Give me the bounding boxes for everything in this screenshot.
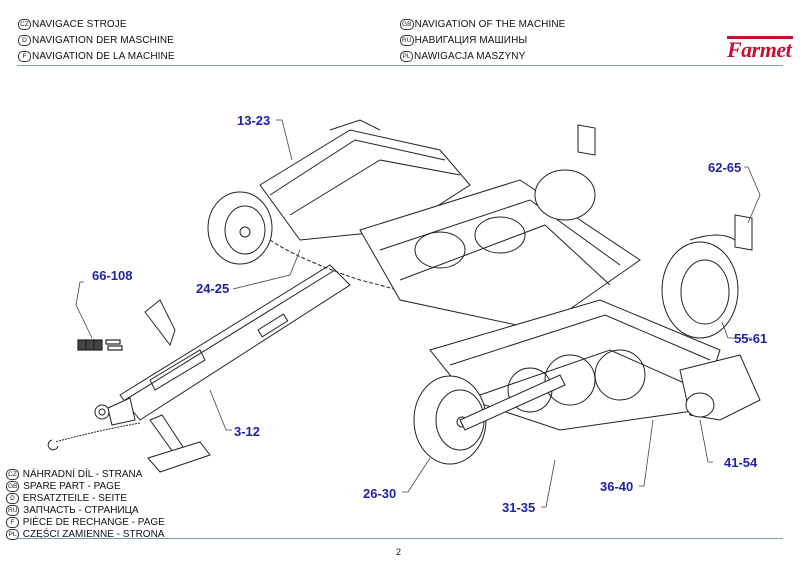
- light-bracket: [734, 214, 753, 251]
- legend-item-f: F PIÈCE DE RECHANGE - PAGE: [6, 517, 165, 528]
- header-text: НАВИГАЦИЯ МАШИНЫ: [414, 35, 528, 46]
- leader-3-12: [209, 389, 232, 431]
- callout-62-65[interactable]: 62-65: [708, 160, 742, 175]
- hitch-eye: [94, 404, 110, 420]
- leader-13-23: [276, 119, 293, 161]
- legend-text: PIÈCE DE RECHANGE - PAGE: [22, 517, 165, 528]
- legend-item-d: D ERSATZTEILE - SEITE: [6, 493, 127, 504]
- legend-item-gb: GB SPARE PART - PAGE: [6, 481, 121, 492]
- left-rear-wheel: [207, 191, 273, 265]
- logo-bar: [727, 36, 793, 39]
- legend-text: NÁHRADNÍ DÍL - STRANA: [22, 469, 143, 480]
- hook: [47, 439, 59, 451]
- callout-55-61[interactable]: 55-61: [734, 331, 768, 346]
- safety-chain: [54, 422, 141, 443]
- header-text: NAVIGACE STROJE: [32, 19, 127, 30]
- legend-item-cz: CZ NÁHRADNÍ DÍL - STRANA: [6, 469, 142, 480]
- callout-26-30[interactable]: 26-30: [363, 486, 397, 501]
- callout-36-40[interactable]: 36-40: [600, 479, 634, 494]
- page-number: 2: [396, 547, 402, 557]
- right-transport-wheel: [534, 169, 739, 339]
- header-rule: [17, 65, 783, 66]
- axle-arm: [459, 374, 566, 431]
- lang-badge-ru: RU: [6, 505, 20, 516]
- legend-text: SPARE PART - PAGE: [23, 481, 121, 492]
- jack-stand: [147, 414, 211, 473]
- light-bracket-left: [577, 124, 596, 156]
- lang-badge-gb: GB: [400, 19, 414, 30]
- farmet-logo: Farmet: [727, 36, 793, 62]
- lang-badge-d: D: [18, 35, 31, 46]
- hose-bracket: [144, 299, 176, 347]
- legend-text: ЗАПЧАСТЬ - СТРАНИЦА: [23, 505, 139, 516]
- callout-24-25[interactable]: 24-25: [196, 281, 230, 296]
- lang-badge-f: F: [18, 51, 31, 62]
- callout-41-54[interactable]: 41-54: [724, 455, 758, 470]
- lang-badge-pl: PL: [400, 51, 413, 62]
- lang-badge-pl: PL: [6, 529, 19, 540]
- leader-62-65: [744, 166, 761, 224]
- hitch-eye-hole: [98, 408, 106, 416]
- leader-55-61: [721, 321, 752, 339]
- parts-kit: [77, 339, 123, 351]
- leader-41-54: [699, 419, 713, 463]
- lang-badge-d: D: [6, 493, 19, 504]
- header-text: NAVIGATION OF THE MACHINE: [414, 19, 566, 30]
- header-text: NAVIGATION DE LA MACHINE: [32, 51, 175, 62]
- callout-13-23[interactable]: 13-23: [237, 113, 271, 128]
- leader-36-40: [639, 419, 654, 487]
- callout-3-12[interactable]: 3-12: [234, 424, 261, 439]
- front-left-wheel: [413, 375, 487, 465]
- footer-rule: [17, 538, 783, 539]
- legend-text: CZĘŚCI ZAMIENNE - STRONA: [22, 529, 165, 540]
- header-text: NAVIGATION DER MASCHINE: [32, 35, 174, 46]
- leader-lines: [75, 119, 761, 508]
- logo-text: Farmet: [727, 37, 792, 62]
- leader-26-30: [402, 457, 431, 493]
- legend-item-ru: RU ЗАПЧАСТЬ - СТРАНИЦА: [6, 505, 139, 516]
- lang-badge-f: F: [6, 517, 19, 528]
- legend-item-pl: PL CZĘŚCI ZAMIENNE - STRONA: [6, 529, 164, 540]
- callout-31-35[interactable]: 31-35: [502, 500, 536, 515]
- header-text: NAWIGACJA MASZYNY: [414, 51, 526, 62]
- legend-text: ERSATZTEILE - SEITE: [22, 493, 128, 504]
- leader-31-35: [541, 459, 556, 508]
- lang-badge-cz: CZ: [6, 469, 19, 480]
- leader-24-25: [232, 249, 301, 290]
- callout-66-108[interactable]: 66-108: [92, 268, 133, 283]
- lang-badge-gb: GB: [6, 481, 20, 492]
- lang-badge-ru: RU: [400, 35, 414, 46]
- leader-66-108: [75, 281, 93, 339]
- lang-badge-cz: CZ: [18, 19, 31, 30]
